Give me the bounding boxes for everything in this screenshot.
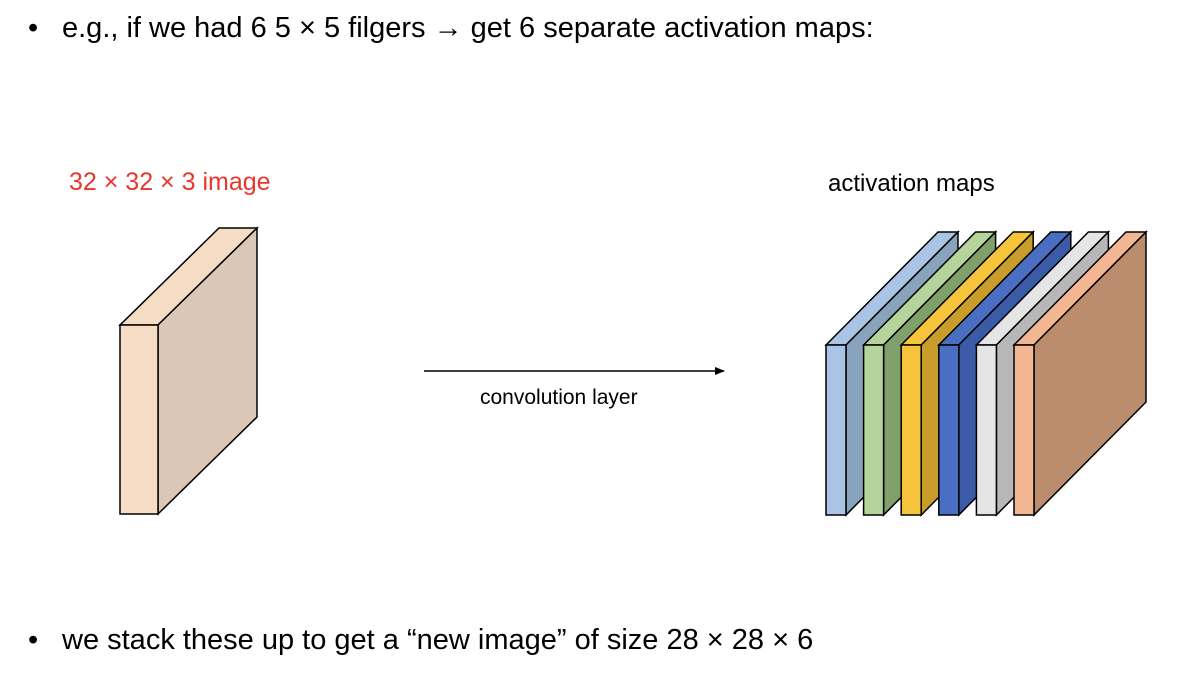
convolution-layer-label: convolution layer bbox=[480, 386, 638, 409]
bullet-1-text: e.g., if we had 6 5 × 5 filgers → get 6 … bbox=[62, 12, 874, 44]
activation-map-4-front bbox=[938, 344, 960, 516]
activation-map-2-front bbox=[862, 344, 885, 516]
activation-maps-label: activation maps bbox=[828, 170, 995, 197]
bullet-2-marker: • bbox=[28, 624, 39, 656]
input-volume bbox=[118, 226, 259, 516]
bullet-1-marker: • bbox=[28, 12, 39, 44]
bullet-2-text: we stack these up to get a “new image” o… bbox=[62, 624, 814, 656]
bullet-2: • we stack these up to get a “new image” … bbox=[28, 622, 813, 658]
activation-map-1-front bbox=[825, 344, 847, 516]
input-volume-front bbox=[119, 324, 159, 515]
activation-map-6-front bbox=[1013, 344, 1035, 516]
input-image-label: 32 × 32 × 3 image bbox=[69, 168, 271, 196]
activation-maps-stack bbox=[824, 230, 1148, 517]
activation-map-6 bbox=[1012, 230, 1148, 517]
bullet-1: • e.g., if we had 6 5 × 5 filgers → get 6… bbox=[28, 10, 874, 46]
activation-map-3-front bbox=[900, 344, 922, 516]
activation-map-5-front bbox=[975, 344, 998, 516]
